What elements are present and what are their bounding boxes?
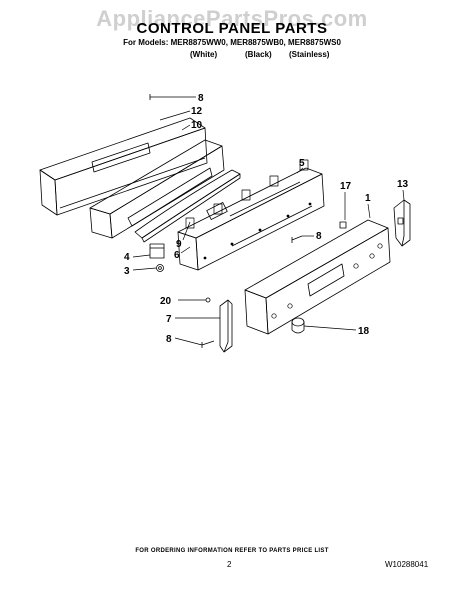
callout-10: 10 [191, 120, 203, 131]
part-18-knob [291, 317, 305, 334]
document-number: W10288041 [385, 560, 429, 569]
callout-20: 20 [160, 296, 172, 307]
screws [149, 94, 347, 348]
callout-13: 13 [397, 179, 409, 190]
part-9-trim [134, 169, 241, 243]
callout-17: 17 [340, 181, 352, 192]
callout-4: 4 [124, 252, 130, 263]
variant-black: (Black) [245, 50, 272, 59]
part-3-nut [156, 264, 164, 272]
part-13-end-cap [393, 199, 411, 247]
part-4-switch [149, 243, 165, 259]
part-1-control-panel [244, 219, 391, 335]
part-5-control-bracket [177, 159, 325, 271]
part-7-end-cap [219, 299, 233, 353]
callout-5: 5 [299, 158, 305, 169]
callout-labels: 8 12 10 5 17 1 13 8 9 4 6 3 20 7 18 8 [124, 93, 409, 345]
part-12-rear-panel [39, 117, 208, 216]
callout-9: 9 [176, 239, 182, 250]
part-10-shield [89, 139, 225, 239]
callout-8-top: 8 [198, 93, 204, 104]
callout-8-mid: 8 [316, 231, 322, 242]
leader-lines [132, 96, 405, 346]
callout-12: 12 [191, 106, 203, 117]
page-number: 2 [227, 560, 232, 569]
model-list: For Models: MER8875WW0, MER8875WB0, MER8… [123, 38, 341, 47]
watermark: AppliancePartsPros.com [96, 6, 368, 31]
callout-3: 3 [124, 266, 130, 277]
page-title: CONTROL PANEL PARTS [136, 20, 328, 37]
ordering-note: FOR ORDERING INFORMATION REFER TO PARTS … [135, 548, 329, 554]
callout-8-bottom: 8 [166, 334, 172, 345]
callout-6: 6 [174, 250, 180, 261]
callout-18: 18 [358, 326, 370, 337]
variant-stainless: (Stainless) [289, 50, 330, 59]
callout-1: 1 [365, 193, 371, 204]
callout-7: 7 [166, 314, 172, 325]
variant-white: (White) [190, 50, 218, 59]
